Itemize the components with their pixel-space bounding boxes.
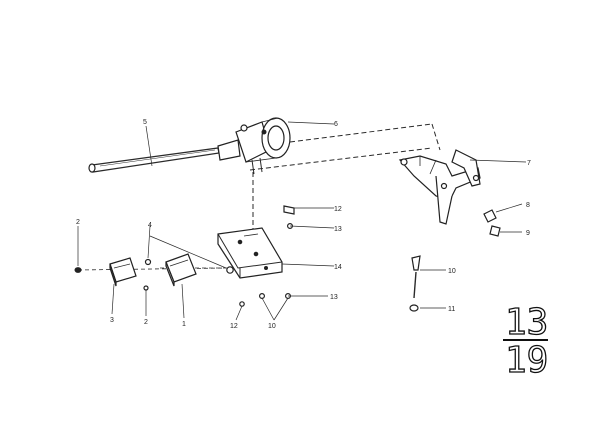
callout-12-bottom: 12: [230, 323, 238, 330]
bracket-part: [398, 149, 481, 225]
callout-1: 1: [182, 321, 186, 328]
shaft-part: [88, 147, 220, 173]
callout-10-center: 10: [268, 323, 276, 330]
leader-lines: [77, 121, 527, 321]
callout-9: 9: [526, 230, 530, 237]
callout-14: 14: [334, 264, 342, 271]
callout-4: 4: [148, 222, 152, 229]
actuator-part: [217, 117, 291, 175]
callout-5: 5: [143, 119, 147, 126]
page-sheet-number: 19: [505, 340, 548, 381]
relay-left-part: [109, 257, 137, 287]
mounting-plate-part: [217, 227, 283, 279]
callout-13-bottom: 13: [330, 294, 338, 301]
callout-3: 3: [110, 317, 114, 324]
callout-10-right: 10: [448, 268, 456, 275]
callout-6: 6: [334, 121, 338, 128]
page-number: 13 19: [503, 301, 549, 382]
callout-7: 7: [527, 160, 531, 167]
callout-labels: 5 6 7 8 9 12 13 14 13 10 11 2 4 3 2 1 12…: [76, 119, 531, 330]
callout-11: 11: [448, 306, 455, 313]
callout-8: 8: [526, 202, 530, 209]
hardware-parts: [74, 205, 501, 312]
callout-2-bottom: 2: [144, 319, 148, 326]
callout-12-top: 12: [334, 206, 342, 213]
callout-13-top: 13: [334, 226, 342, 233]
callout-2-top: 2: [76, 219, 80, 226]
relay-right-part: [165, 253, 197, 287]
page-group-number: 13: [505, 302, 548, 343]
